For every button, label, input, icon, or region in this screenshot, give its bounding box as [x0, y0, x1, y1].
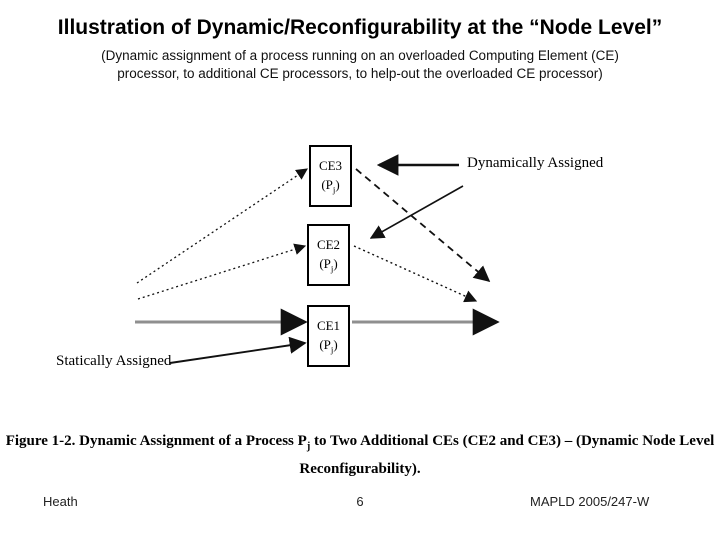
- caption-sub: j: [306, 441, 311, 452]
- ce1-process-sub: j: [330, 344, 334, 355]
- figure-caption-line-2: Reconfigurability).: [299, 461, 421, 477]
- footer-page-number: 6: [356, 494, 364, 509]
- page-title: Illustration of Dynamic/Reconfigurabilit…: [57, 16, 663, 39]
- ce2-box: CE2 (Pj): [307, 224, 350, 286]
- static-assignment-arrow: [169, 336, 307, 364]
- ce1-box: CE1 (Pj): [307, 305, 350, 367]
- ce3-process-post: ): [335, 176, 340, 192]
- ce3-box: CE3 (Pj): [309, 145, 352, 207]
- ce3-process-sub: j: [332, 184, 336, 195]
- subtitle-line-2: processor, to additional CE processors, …: [117, 66, 603, 81]
- dotted-arrow-to-ce2: [137, 243, 307, 300]
- dotted-arrow-from-ce2: [353, 245, 478, 303]
- figure-caption-line-1: Figure 1-2. Dynamic Assignment of a Proc…: [0, 430, 720, 458]
- footer-author: Heath: [43, 494, 78, 509]
- subtitle-line-1: (Dynamic assignment of a process running…: [101, 48, 619, 63]
- page-subtitle: (Dynamic assignment of a process running…: [0, 47, 720, 83]
- caption-post: to Two Additional CEs (CE2 and CE3) – (D…: [310, 433, 715, 449]
- ce1-process: (Pj): [319, 337, 337, 355]
- dynamic-label-arrow-to-ce2: [369, 185, 464, 239]
- ce2-process: (Pj): [319, 256, 337, 274]
- figure-caption: Figure 1-2. Dynamic Assignment of a Proc…: [0, 430, 720, 481]
- caption-pre: Figure 1-2. Dynamic Assignment of a Proc…: [5, 433, 307, 449]
- ce3-process-pre: (P: [321, 176, 333, 192]
- ce3-process: (Pj): [321, 177, 339, 195]
- footer-conference-id: MAPLD 2005/247-W: [530, 494, 650, 509]
- statically-assigned-label: Statically Assigned: [56, 353, 172, 369]
- ce2-name: CE2: [316, 236, 341, 252]
- ce2-process-pre: (P: [319, 255, 331, 271]
- dynamically-assigned-label: Dynamically Assigned: [467, 155, 604, 171]
- ce1-name: CE1: [316, 317, 341, 333]
- ce3-name: CE3: [318, 157, 343, 173]
- ce1-process-pre: (P: [319, 336, 331, 352]
- dashed-arrow-from-ce3: [355, 168, 491, 283]
- ce2-process-sub: j: [330, 263, 334, 274]
- ce1-process-post: ): [333, 336, 338, 352]
- dotted-arrow-to-ce3: [136, 168, 308, 284]
- ce2-process-post: ): [333, 255, 338, 271]
